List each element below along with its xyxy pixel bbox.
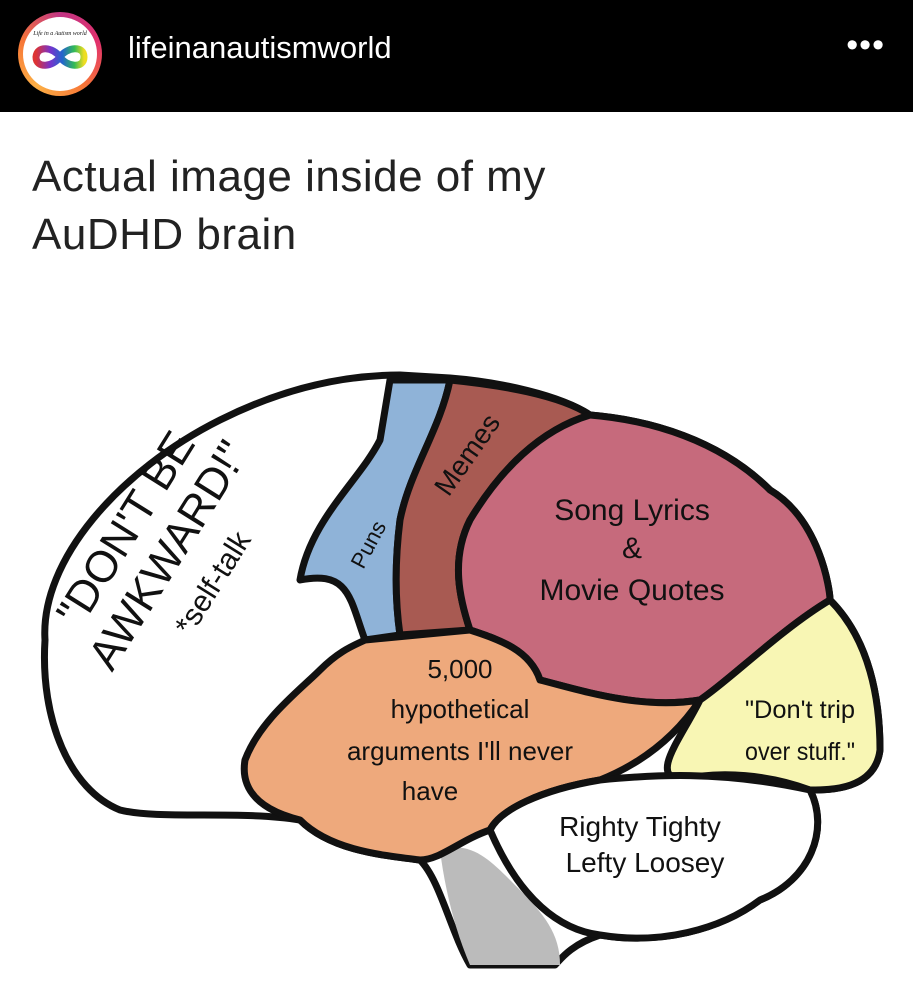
cerebellum-line2: Lefty Loosey bbox=[566, 847, 725, 878]
avatar-logo: Life in a Autism world bbox=[23, 17, 97, 91]
brain-region-stem bbox=[440, 847, 560, 965]
arguments-line4: have bbox=[402, 776, 458, 806]
label-arguments: 5,000 hypothetical arguments I'll never … bbox=[347, 654, 573, 806]
lyrics-line1: Song Lyrics bbox=[554, 494, 710, 527]
trip-line2: over stuff." bbox=[745, 738, 855, 766]
brain-region-arguments bbox=[240, 626, 704, 864]
arguments-line2: hypothetical bbox=[391, 694, 530, 724]
lyrics-line3: Movie Quotes bbox=[539, 574, 724, 607]
label-lyrics: Song Lyrics & Movie Quotes bbox=[539, 494, 724, 607]
infinity-icon: Life in a Autism world bbox=[32, 30, 88, 69]
label-cerebellum: Righty Tighty Lefty Loosey bbox=[559, 811, 724, 878]
arguments-line3: arguments I'll never bbox=[347, 736, 573, 766]
trip-line1: "Don't trip bbox=[745, 696, 855, 724]
cerebellum-line1: Righty Tighty bbox=[559, 811, 721, 842]
brain-region-cerebellum bbox=[486, 772, 822, 942]
post-header: Life in a Autism world lifeinanautismwor… bbox=[0, 0, 913, 112]
avatar[interactable]: Life in a Autism world bbox=[18, 12, 102, 96]
caption-line: AuDHD brain bbox=[32, 210, 297, 259]
username[interactable]: lifeinanautismworld bbox=[128, 30, 392, 65]
lyrics-line2: & bbox=[622, 532, 642, 565]
post-caption: Actual image inside of my AuDHD brain bbox=[32, 148, 832, 264]
label-trip: "Don't trip over stuff." bbox=[745, 696, 855, 766]
arguments-line1: 5,000 bbox=[427, 654, 492, 684]
ellipsis-icon[interactable]: ••• bbox=[846, 26, 885, 64]
caption-line: Actual image inside of my bbox=[32, 152, 546, 201]
avatar-logo-text: Life in a Autism world bbox=[32, 30, 88, 37]
